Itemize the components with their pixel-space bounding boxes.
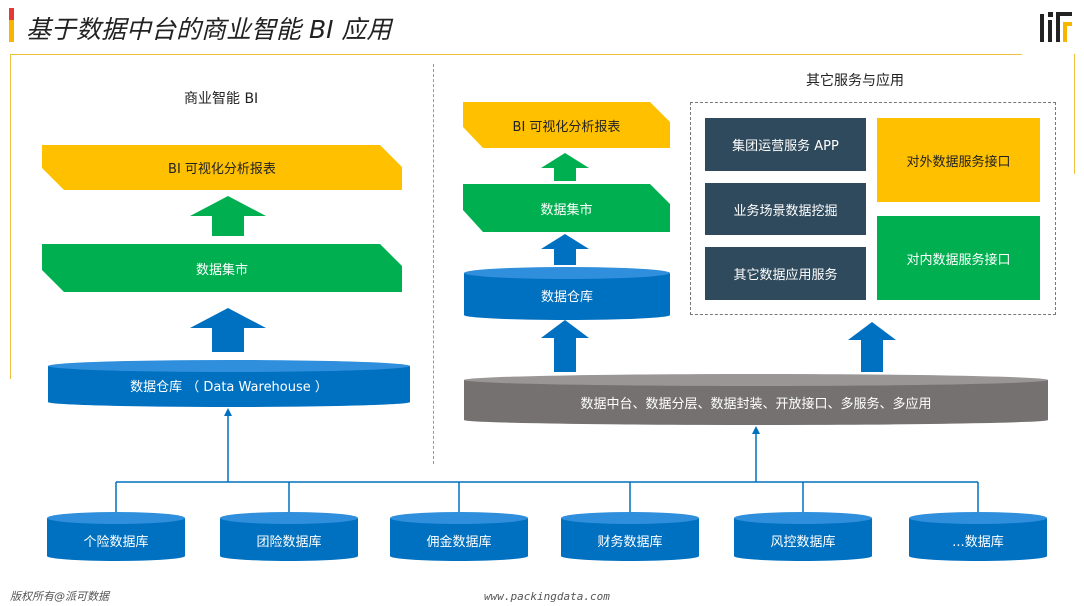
right-warehouse-cylinder (464, 267, 670, 320)
source-label-5: 风控数据库 (770, 534, 836, 550)
right-arrow-green (541, 153, 589, 181)
right-mart-label: 数据集市 (540, 202, 593, 218)
left-arrow-green (190, 196, 266, 236)
left-warehouse-cylinder (48, 360, 410, 407)
page-title: 基于数据中台的商业智能 BI 应用 (26, 15, 392, 44)
source-label-4: 财务数据库 (597, 534, 663, 550)
source-connectors (115, 414, 979, 512)
service-other: 其它数据应用服务 (705, 247, 866, 300)
section-divider (433, 64, 434, 464)
source-cylinder-5 (734, 512, 872, 561)
right-report-label: BI 可视化分析报表 (512, 119, 621, 135)
title-accent-bar-red (9, 8, 14, 20)
source-cylinders (47, 512, 1047, 561)
right-warehouse-label: 数据仓库 (540, 289, 593, 305)
frame-right-line (1074, 54, 1075, 174)
right-panel-heading: 其它服务与应用 (806, 73, 904, 89)
connector-arrowhead-right (752, 426, 760, 434)
service-app: 集团运营服务 APP (705, 118, 866, 171)
left-report-ribbon (42, 145, 402, 190)
external-api-box: 对外数据服务接口 (877, 118, 1040, 202)
frame-top-line (10, 54, 1022, 55)
right-arrow-blue-top (541, 234, 589, 265)
left-mart-label: 数据集市 (195, 262, 248, 278)
left-warehouse-label: 数据仓库 （ Data Warehouse ） (130, 379, 328, 395)
left-panel-heading: 商业智能 BI (184, 91, 259, 107)
service-mining: 业务场景数据挖掘 (705, 183, 866, 235)
source-cylinder-6 (909, 512, 1047, 561)
footer-url[interactable]: www.packingdata.com (484, 590, 610, 603)
source-cylinder-3 (390, 512, 528, 561)
right-arrow-blue-mid (541, 320, 589, 372)
source-label-6: ...数据库 (952, 534, 1004, 550)
title-accent-bar (9, 8, 14, 42)
right-arrow-blue-services (848, 322, 896, 372)
right-report-ribbon (463, 102, 670, 148)
source-cylinder-2 (220, 512, 358, 561)
left-mart-ribbon (42, 244, 402, 292)
platform-cylinder (464, 374, 1048, 425)
platform-label: 数据中台、数据分层、数据封装、开放接口、多服务、多应用 (580, 396, 932, 412)
source-cylinder-4 (561, 512, 699, 561)
source-label-3: 佣金数据库 (426, 534, 492, 550)
connector-arrowhead-left (224, 408, 232, 416)
source-label-2: 团险数据库 (256, 534, 322, 550)
right-mart-ribbon (463, 184, 670, 232)
frame-left-line (10, 54, 11, 379)
source-cylinder-1 (47, 512, 185, 561)
packingdata-logo-icon (1038, 8, 1076, 46)
services-group (690, 102, 1056, 315)
footer-copyright: 版权所有@派可数据 (10, 590, 109, 603)
left-arrow-blue (190, 308, 266, 352)
left-report-label: BI 可视化分析报表 (168, 162, 276, 177)
internal-api-box: 对内数据服务接口 (877, 216, 1040, 300)
source-label-1: 个险数据库 (83, 534, 149, 550)
